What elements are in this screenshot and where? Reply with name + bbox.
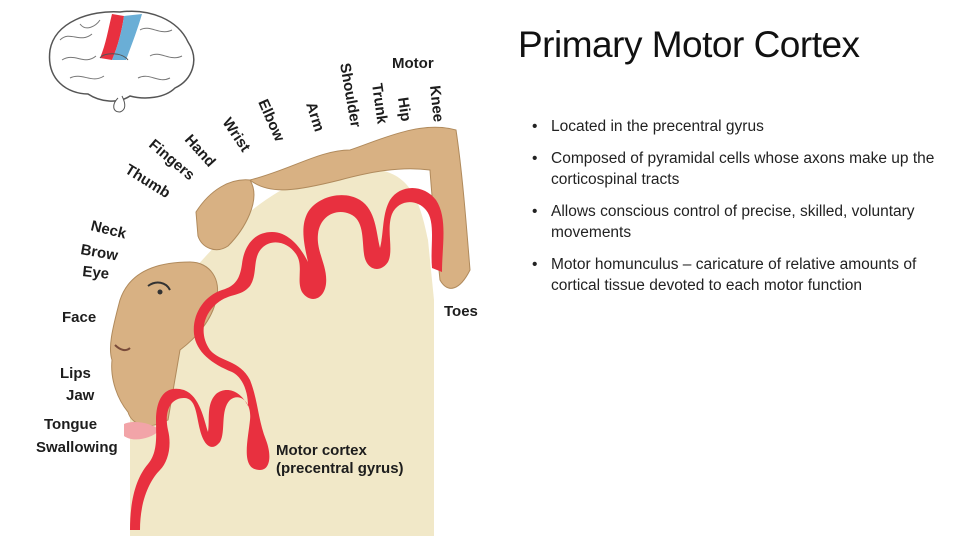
label-thumb: Thumb xyxy=(122,161,173,202)
label-trunk: Trunk xyxy=(368,82,391,125)
label-brow: Brow xyxy=(79,241,119,264)
homunculus-diagram: Motor Knee Hip Trunk Shoulder Arm Elbow … xyxy=(36,10,478,537)
label-knee: Knee xyxy=(426,85,447,123)
brain-motor-strip xyxy=(100,14,124,60)
label-swallowing: Swallowing xyxy=(36,439,118,456)
slide-title: Primary Motor Cortex xyxy=(518,24,860,65)
bullet-item: • Composed of pyramidal cells whose axons… xyxy=(530,148,950,191)
label-tongue: Tongue xyxy=(44,416,97,433)
bullet-list: • Located in the precentral gyrus • Compos… xyxy=(530,116,950,307)
bullet-text: Motor homunculus – caricature of relativ… xyxy=(551,255,917,295)
brain-thumbnail-icon xyxy=(48,10,195,113)
label-eye: Eye xyxy=(82,263,110,283)
motor-cortex-ribbon xyxy=(130,188,444,530)
bullet-text: Located in the precentral gyrus xyxy=(551,118,764,135)
label-wrist: Wrist xyxy=(219,115,254,155)
header-label-motor: Motor xyxy=(392,55,434,72)
label-arm: Arm xyxy=(302,100,327,134)
label-toes: Toes xyxy=(444,303,478,320)
bullet-text: Composed of pyramidal cells whose axons … xyxy=(551,149,935,189)
label-shoulder: Shoulder xyxy=(336,62,364,129)
bullet-item: • Allows conscious control of precise, sk… xyxy=(530,201,950,244)
label-hip: Hip xyxy=(394,96,414,122)
label-face: Face xyxy=(62,309,96,326)
brain-tissue-section xyxy=(130,167,434,537)
tongue-shape xyxy=(124,422,160,440)
homunculus-figure xyxy=(109,126,471,440)
bullet-glyph: • xyxy=(532,118,538,135)
bullet-glyph: • xyxy=(532,255,538,273)
bullet-item: • Located in the precentral gyrus xyxy=(530,116,950,138)
label-elbow: Elbow xyxy=(254,97,288,145)
label-jaw: Jaw xyxy=(66,387,95,404)
caption-motor-cortex: Motor cortex xyxy=(276,442,368,459)
caption-precentral-gyrus: (precentral gyrus) xyxy=(276,460,404,477)
bullet-glyph: • xyxy=(532,149,538,167)
bullet-item: • Motor homunculus – caricature of relati… xyxy=(530,254,950,297)
label-neck: Neck xyxy=(89,217,129,242)
label-lips: Lips xyxy=(60,365,91,382)
brain-sensory-strip xyxy=(112,14,142,60)
bullet-text: Allows conscious control of precise, ski… xyxy=(551,202,915,242)
bullet-glyph: • xyxy=(532,202,538,220)
